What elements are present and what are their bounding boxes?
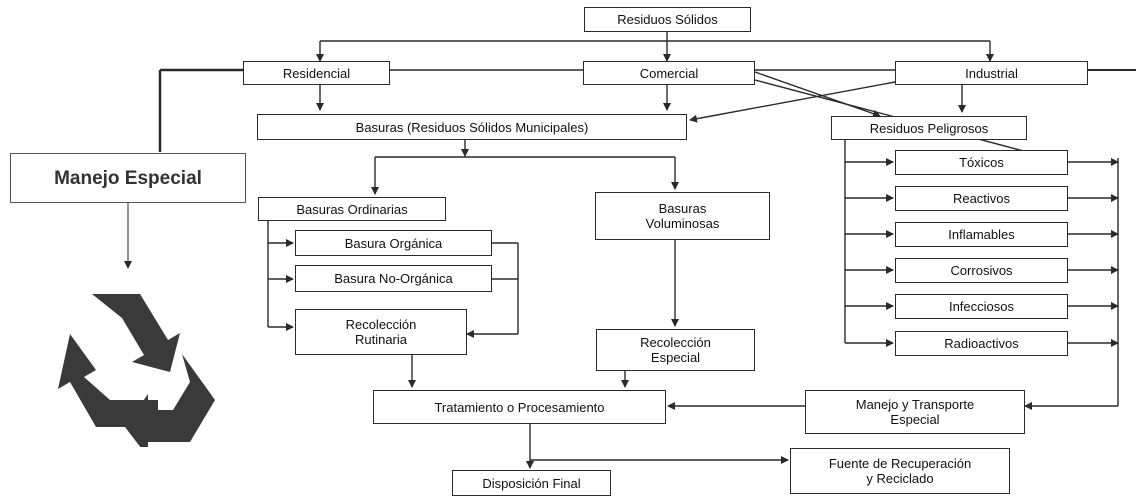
node-recoleccion-especial: Recolección Especial — [596, 329, 755, 371]
node-residuos-solidos: Residuos Sólidos — [584, 7, 751, 32]
node-fuente-recuperacion: Fuente de Recuperación y Reciclado — [790, 448, 1010, 494]
node-infecciosos: Infecciosos — [895, 294, 1068, 319]
recycle-icon — [58, 294, 215, 447]
node-residuos-peligrosos: Residuos Peligrosos — [831, 116, 1027, 140]
node-basuras-municipales: Basuras (Residuos Sólidos Municipales) — [257, 114, 687, 140]
node-residencial: Residencial — [243, 61, 390, 85]
node-manejo-especial: Manejo Especial — [10, 153, 246, 203]
node-comercial: Comercial — [583, 61, 755, 85]
node-basuras-ordinarias: Basuras Ordinarias — [258, 197, 446, 221]
node-tratamiento: Tratamiento o Procesamiento — [373, 390, 666, 424]
node-recoleccion-rutinaria: Recolección Rutinaria — [295, 309, 467, 355]
node-industrial: Industrial — [895, 61, 1088, 85]
node-basuras-voluminosas: Basuras Voluminosas — [595, 192, 770, 240]
node-toxicos: Tóxicos — [895, 150, 1068, 175]
node-reactivos: Reactivos — [895, 186, 1068, 211]
node-inflamables: Inflamables — [895, 222, 1068, 247]
node-manejo-transporte: Manejo y Transporte Especial — [805, 390, 1025, 434]
node-disposicion-final: Disposición Final — [452, 470, 611, 496]
node-basura-no-organica: Basura No-Orgánica — [295, 265, 492, 292]
node-radioactivos: Radioactivos — [895, 331, 1068, 356]
node-basura-organica: Basura Orgánica — [295, 230, 492, 256]
node-corrosivos: Corrosivos — [895, 258, 1068, 283]
